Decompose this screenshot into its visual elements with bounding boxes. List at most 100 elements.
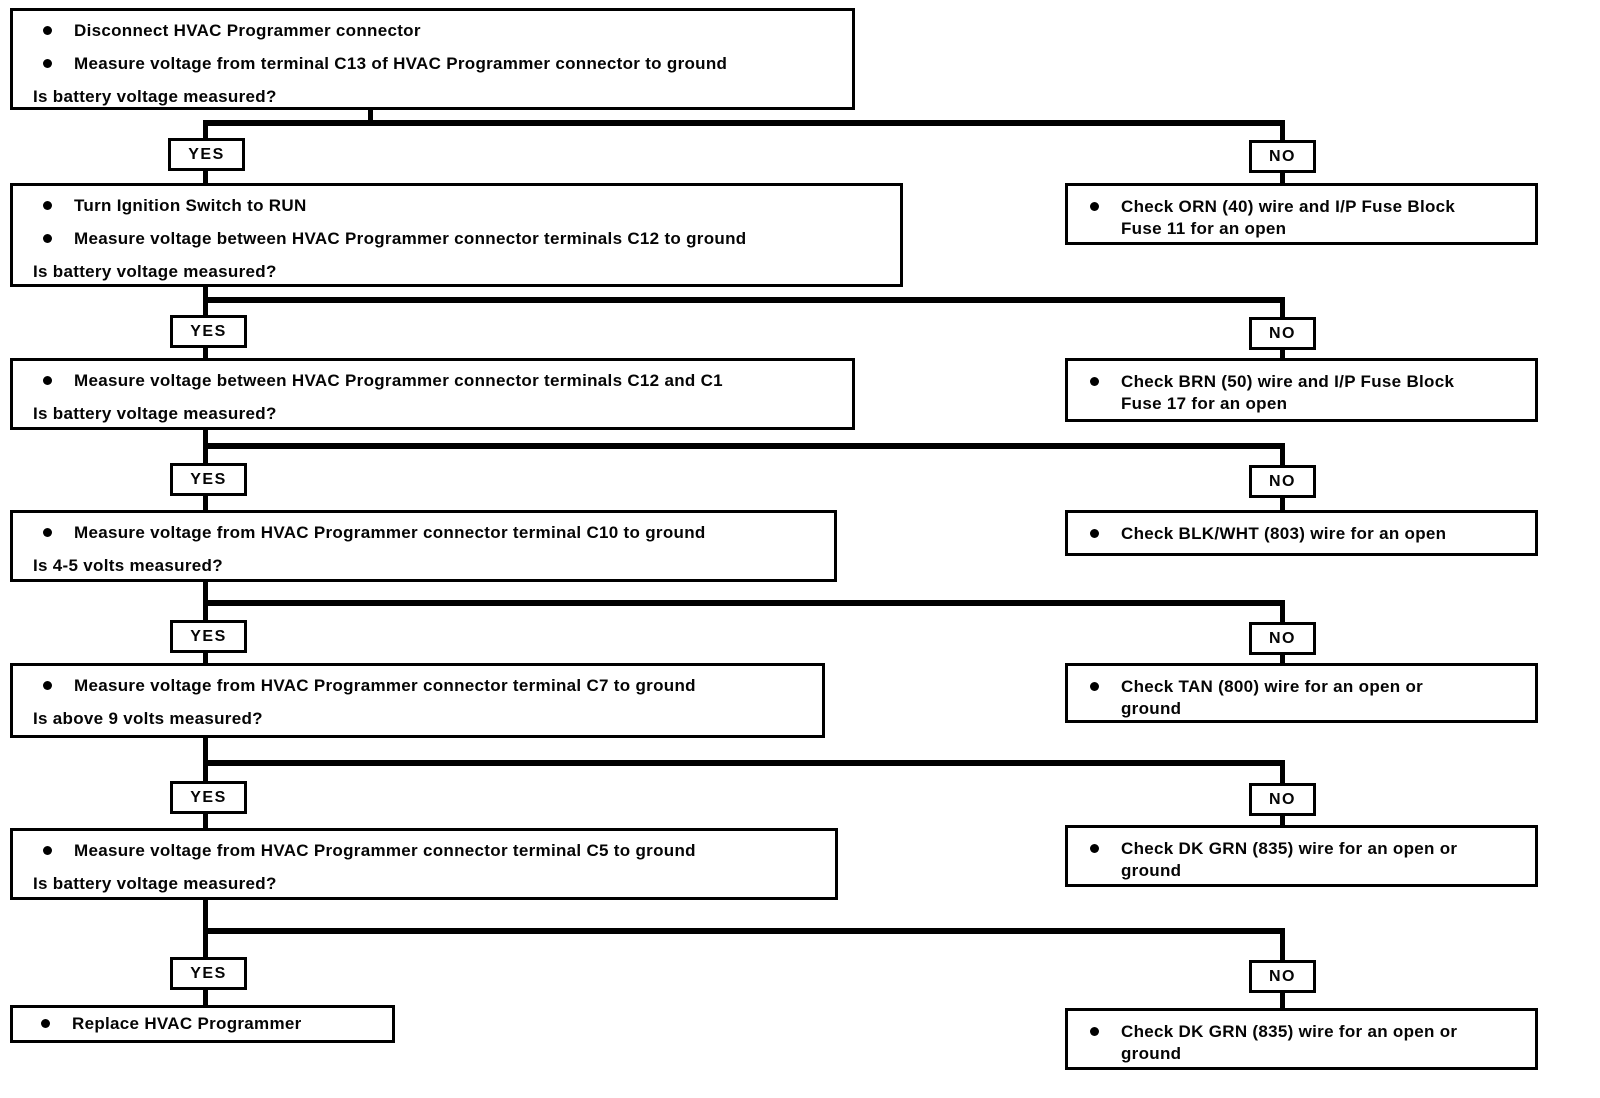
action-item: Check BRN (50) wire and I/P Fuse Block [1068, 371, 1535, 393]
connector-line [203, 653, 208, 663]
final-action-text: Replace HVAC Programmer [72, 1014, 302, 1033]
bullet-icon [1090, 529, 1099, 538]
connector-line [203, 760, 1285, 766]
question-text: Is 4-5 volts measured? [33, 556, 223, 575]
question-box-2: Turn Ignition Switch to RUN Measure volt… [10, 183, 903, 287]
yes-label: YES [190, 470, 227, 488]
yes-tag-6: YES [170, 957, 247, 990]
connector-line [1280, 655, 1285, 663]
connector-line [203, 120, 1285, 126]
bullet-icon [43, 59, 52, 68]
connector-line [1280, 934, 1285, 960]
yes-label: YES [190, 788, 227, 806]
action-box-4: Check TAN (800) wire for an open or grou… [1065, 663, 1538, 723]
yes-tag-5: YES [170, 781, 247, 814]
step-item: Measure voltage from HVAC Programmer con… [13, 522, 834, 544]
bullet-icon [43, 201, 52, 210]
step-text: Turn Ignition Switch to RUN [74, 196, 307, 215]
connector-line [203, 738, 208, 781]
step-item: Measure voltage between HVAC Programmer … [13, 228, 900, 250]
no-label: NO [1269, 324, 1296, 342]
connector-line [203, 496, 208, 510]
connector-line [1280, 126, 1285, 140]
bullet-icon [43, 846, 52, 855]
bullet-icon [43, 376, 52, 385]
bullet-icon [1090, 1027, 1099, 1036]
no-tag-4: NO [1249, 622, 1316, 655]
bullet-icon [43, 26, 52, 35]
bullet-icon [1090, 377, 1099, 386]
step-item: Disconnect HVAC Programmer connector [13, 20, 852, 42]
yes-label: YES [190, 322, 227, 340]
step-item: Measure voltage between HVAC Programmer … [13, 370, 852, 392]
connector-line [1280, 449, 1285, 465]
action-text: Check TAN (800) wire for an open or [1121, 677, 1424, 696]
no-tag-5: NO [1249, 783, 1316, 816]
yes-tag-1: YES [168, 138, 245, 171]
connector-line [1280, 993, 1285, 1008]
question-box-1: Disconnect HVAC Programmer connector Mea… [10, 8, 855, 110]
no-label: NO [1269, 967, 1296, 985]
no-label: NO [1269, 472, 1296, 490]
action-text: Check BLK/WHT (803) wire for an open [1121, 524, 1447, 543]
action-item: Check ORN (40) wire and I/P Fuse Block [1068, 196, 1535, 218]
no-tag-2: NO [1249, 317, 1316, 350]
action-box-3: Check BLK/WHT (803) wire for an open [1065, 510, 1538, 556]
action-box-6: Check DK GRN (835) wire for an open or g… [1065, 1008, 1538, 1070]
question-box-4: Measure voltage from HVAC Programmer con… [10, 510, 837, 582]
action-text: ground [1121, 861, 1182, 880]
connector-line [203, 814, 208, 828]
action-text: Check BRN (50) wire and I/P Fuse Block [1121, 372, 1455, 391]
step-item: Measure voltage from terminal C13 of HVA… [13, 53, 852, 75]
yes-tag-4: YES [170, 620, 247, 653]
question-text: Is battery voltage measured? [33, 404, 277, 423]
question-text: Is above 9 volts measured? [33, 709, 263, 728]
connector-line [1280, 350, 1285, 358]
action-text: ground [1121, 699, 1182, 718]
connector-line [203, 348, 208, 358]
question-text: Is battery voltage measured? [33, 262, 277, 281]
connector-line [1280, 606, 1285, 622]
no-label: NO [1269, 629, 1296, 647]
bullet-icon [1090, 844, 1099, 853]
connector-line [203, 171, 208, 183]
action-item: Check DK GRN (835) wire for an open or [1068, 1021, 1535, 1043]
step-text: Measure voltage between HVAC Programmer … [74, 229, 747, 248]
connector-line [203, 443, 1285, 449]
step-text: Measure voltage between HVAC Programmer … [74, 371, 723, 390]
action-box-5: Check DK GRN (835) wire for an open or g… [1065, 825, 1538, 887]
action-item: Check BLK/WHT (803) wire for an open [1068, 523, 1535, 545]
connector-line [1280, 173, 1285, 183]
no-tag-3: NO [1249, 465, 1316, 498]
bullet-icon [43, 681, 52, 690]
action-box-2: Check BRN (50) wire and I/P Fuse Block F… [1065, 358, 1538, 422]
step-text: Measure voltage from HVAC Programmer con… [74, 523, 706, 542]
step-text: Measure voltage from HVAC Programmer con… [74, 676, 696, 695]
step-item: Turn Ignition Switch to RUN [13, 195, 900, 217]
action-text: Check ORN (40) wire and I/P Fuse Block [1121, 197, 1456, 216]
action-text: Fuse 11 for an open [1121, 219, 1287, 238]
no-label: NO [1269, 147, 1296, 165]
no-tag-6: NO [1249, 960, 1316, 993]
connector-line [1280, 766, 1285, 783]
connector-line [1280, 303, 1285, 317]
action-item: Replace HVAC Programmer [13, 1013, 302, 1035]
yes-tag-2: YES [170, 315, 247, 348]
bullet-icon [1090, 202, 1099, 211]
question-box-3: Measure voltage between HVAC Programmer … [10, 358, 855, 430]
action-text: Fuse 17 for an open [1121, 394, 1288, 413]
step-text: Measure voltage from HVAC Programmer con… [74, 841, 696, 860]
step-text: Measure voltage from terminal C13 of HVA… [74, 54, 728, 73]
no-label: NO [1269, 790, 1296, 808]
question-text: Is battery voltage measured? [33, 874, 277, 893]
yes-tag-3: YES [170, 463, 247, 496]
action-box-1: Check ORN (40) wire and I/P Fuse Block F… [1065, 183, 1538, 245]
yes-label: YES [190, 627, 227, 645]
question-text: Is battery voltage measured? [33, 87, 277, 106]
connector-line [203, 990, 208, 1005]
step-item: Measure voltage from HVAC Programmer con… [13, 840, 835, 862]
step-text: Disconnect HVAC Programmer connector [74, 21, 421, 40]
question-box-6: Measure voltage from HVAC Programmer con… [10, 828, 838, 900]
connector-line [1280, 816, 1285, 825]
